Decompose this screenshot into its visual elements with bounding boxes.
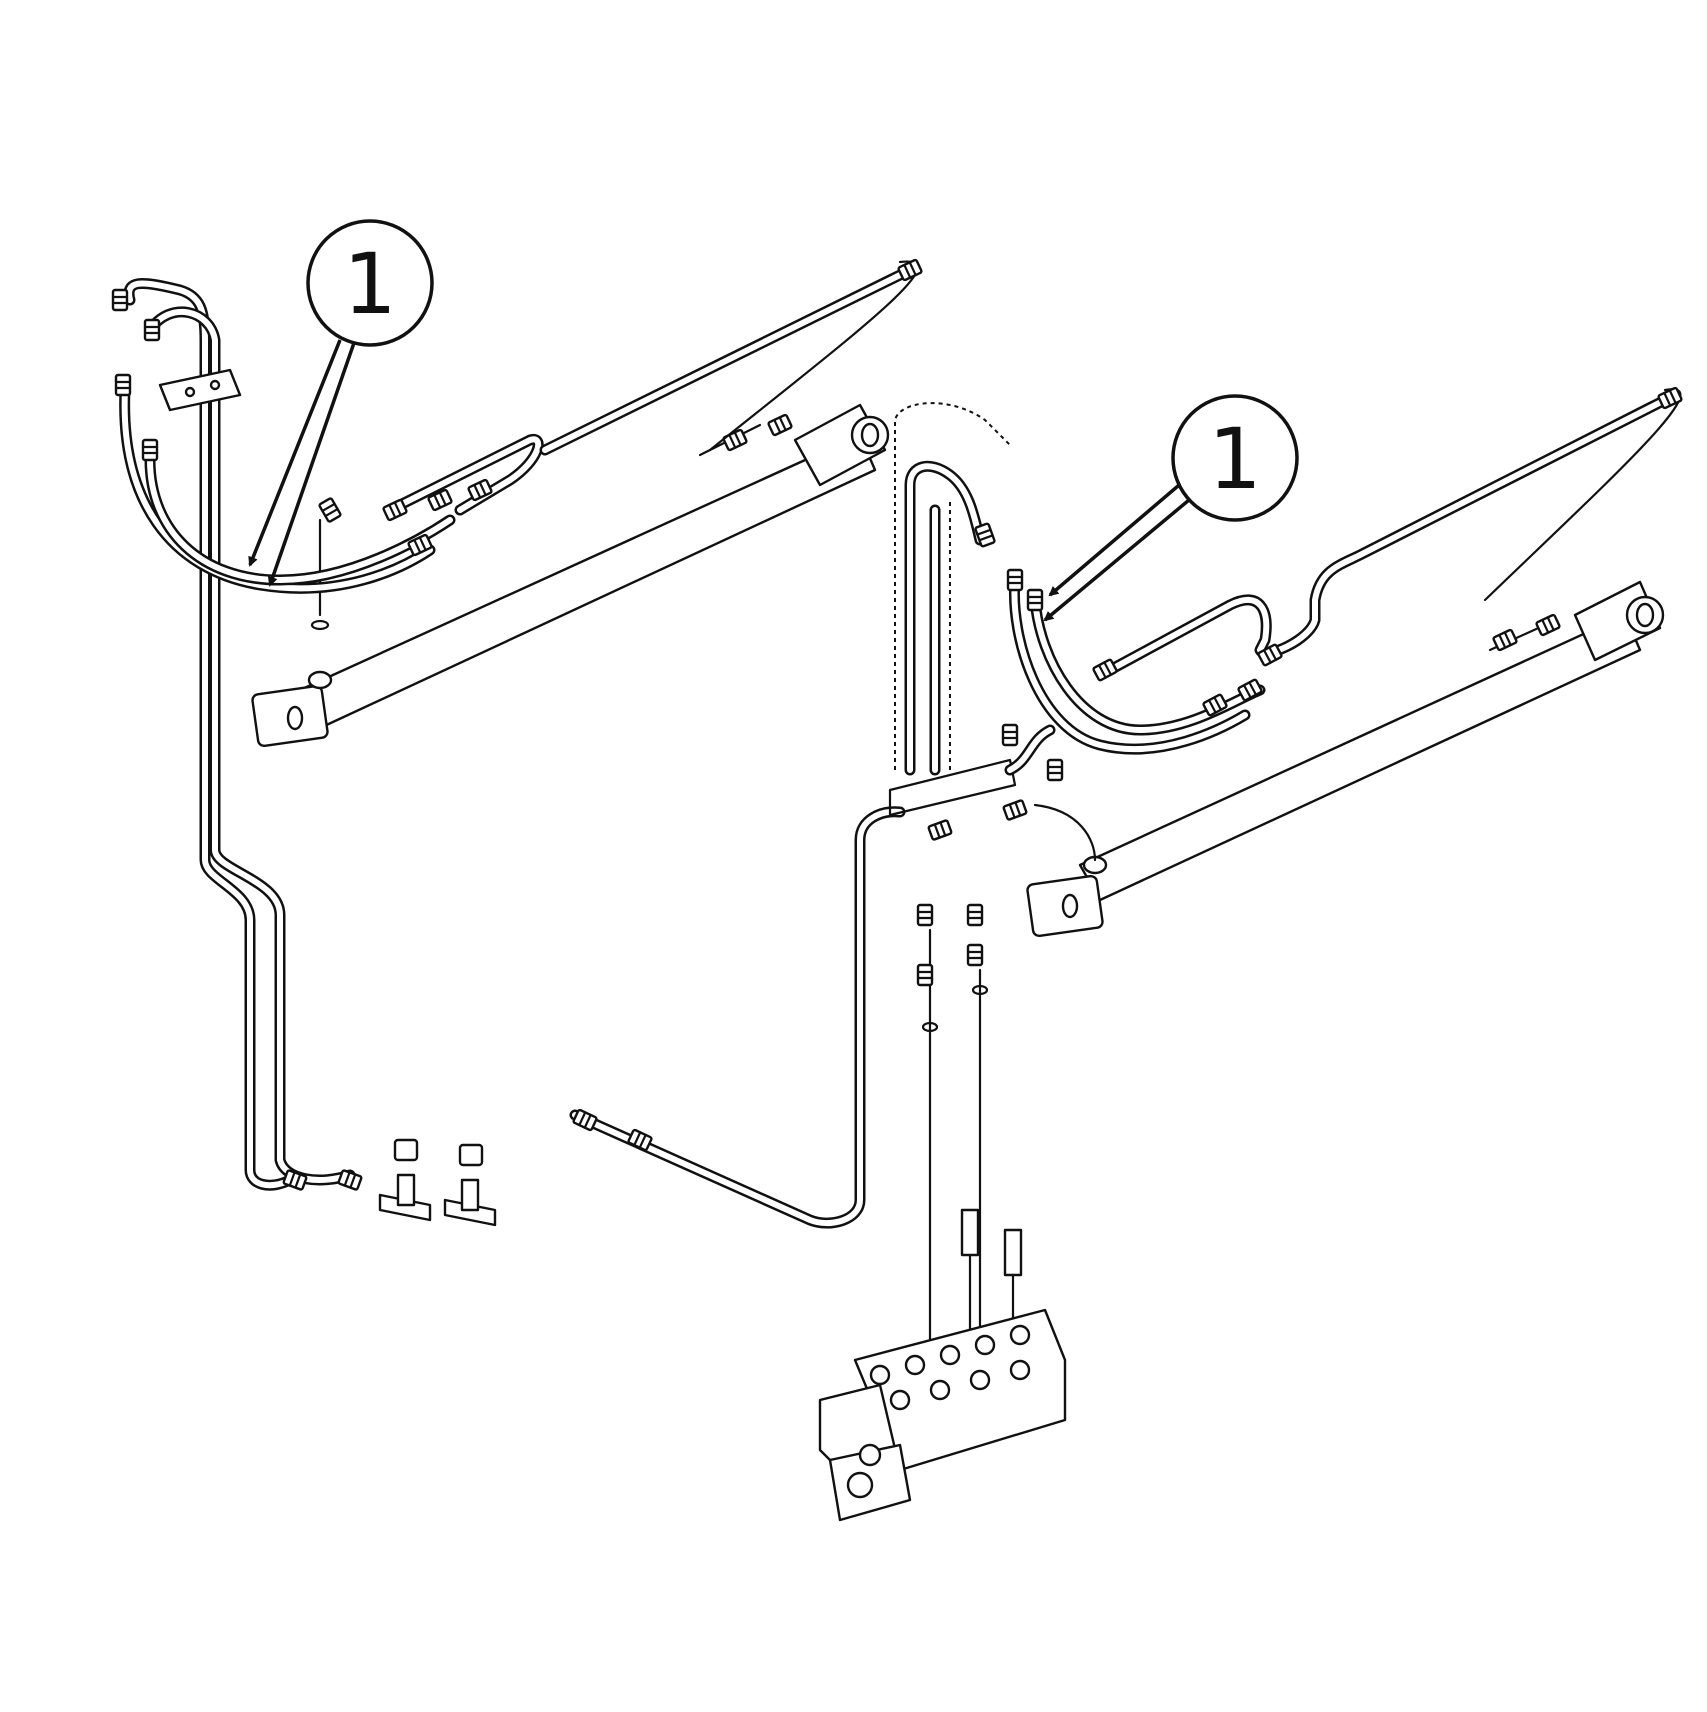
left-lift-cylinder	[251, 403, 890, 748]
right-lift-cylinder	[1026, 580, 1665, 938]
right-hydraulic-tubes	[1006, 386, 1684, 862]
callout-number-left: 1	[343, 235, 396, 333]
control-valve	[818, 903, 1067, 1522]
callout-left: 1	[248, 219, 434, 587]
callout-right: 1	[1043, 394, 1299, 622]
center-hydraulic-tubes	[569, 402, 1064, 1229]
left-hydraulic-tubes	[111, 258, 924, 1192]
callout-number-right: 1	[1208, 410, 1261, 508]
tee-fittings	[378, 1138, 497, 1227]
callout-circle-right	[1171, 394, 1299, 522]
callout-circle-left	[306, 219, 434, 347]
